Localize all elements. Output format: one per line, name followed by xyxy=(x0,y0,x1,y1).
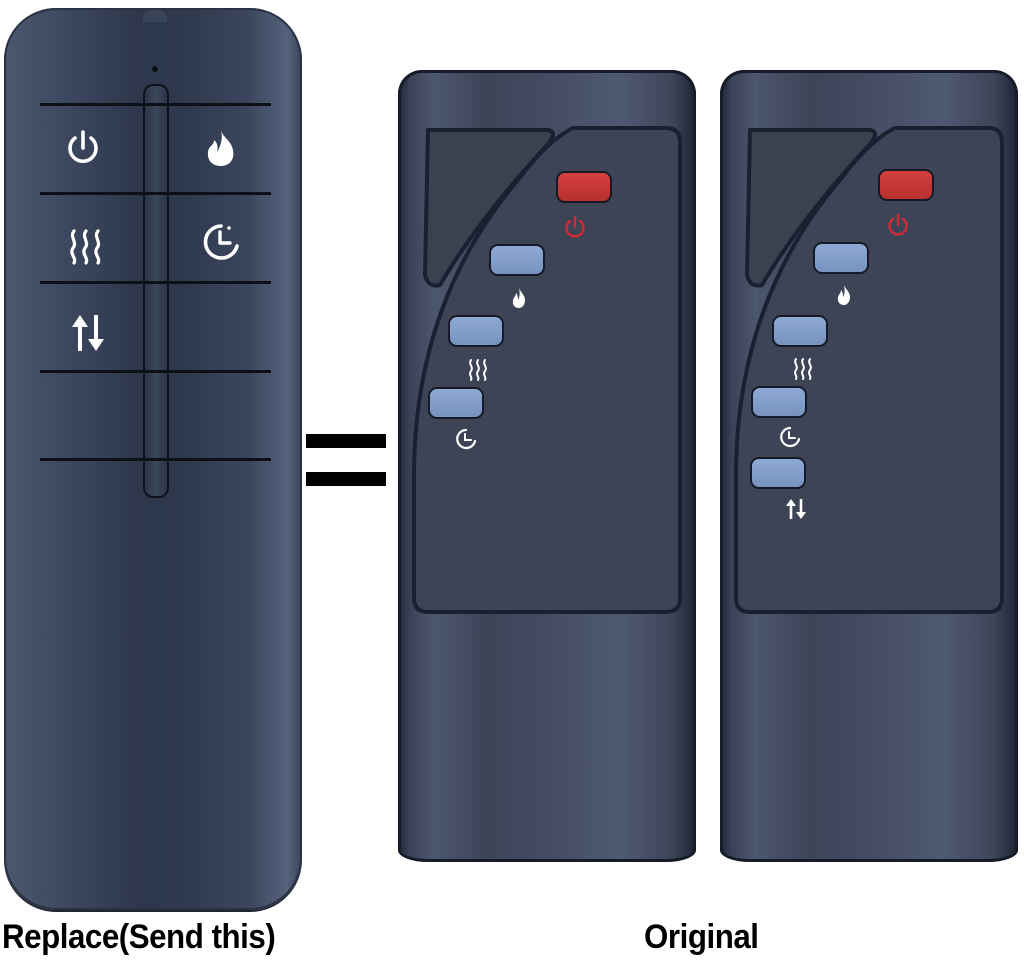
original-heat-button[interactable] xyxy=(772,315,828,347)
center-divider-slot xyxy=(143,84,169,498)
replacement-timer-button[interactable] xyxy=(197,218,245,266)
flame-icon xyxy=(837,285,850,305)
timer-icon xyxy=(203,224,239,260)
original-power-button[interactable] xyxy=(878,169,934,201)
original-timer-button[interactable] xyxy=(751,386,807,418)
original-heat-label xyxy=(464,355,492,383)
original-timer-label xyxy=(776,423,804,451)
timer-icon xyxy=(780,426,801,448)
replacement-power-button[interactable] xyxy=(59,124,107,172)
original-updown-label xyxy=(782,495,810,523)
power-icon xyxy=(68,130,98,164)
top-curved-panel xyxy=(412,126,682,614)
power-icon xyxy=(888,213,908,236)
button-divider xyxy=(40,103,271,106)
original-power-button[interactable] xyxy=(556,171,612,203)
timer-icon xyxy=(456,428,477,450)
equals-sign-bottom-bar xyxy=(306,472,386,486)
original-caption: Original xyxy=(644,918,759,956)
original-power-label xyxy=(561,213,589,241)
replacement-caption: Replace(Send this) xyxy=(2,918,276,956)
button-divider xyxy=(40,281,271,284)
button-divider xyxy=(40,458,271,461)
original-remote-4-button xyxy=(398,70,696,862)
heat-waves-icon xyxy=(70,229,101,265)
original-flame-label xyxy=(505,284,533,312)
heat-waves-icon xyxy=(469,359,487,381)
flame-icon xyxy=(512,288,525,308)
replacement-remote xyxy=(4,8,302,910)
original-timer-label xyxy=(452,425,480,453)
original-heat-button[interactable] xyxy=(448,315,504,347)
original-power-label xyxy=(884,211,912,239)
original-updown-button[interactable] xyxy=(750,457,806,489)
original-remote-5-button xyxy=(720,70,1018,862)
replacement-heat-button[interactable] xyxy=(63,222,111,270)
flame-icon xyxy=(207,130,234,166)
up-down-arrows-icon xyxy=(786,499,806,519)
original-flame-button[interactable] xyxy=(813,242,869,274)
remote-top-nub xyxy=(143,10,167,22)
original-flame-label xyxy=(830,281,858,309)
button-divider xyxy=(40,370,271,373)
top-curved-panel xyxy=(734,126,1004,614)
heat-waves-icon xyxy=(794,358,812,380)
power-icon xyxy=(565,215,585,238)
original-flame-button[interactable] xyxy=(489,244,545,276)
original-heat-label xyxy=(789,354,817,382)
original-timer-button[interactable] xyxy=(428,387,484,419)
replacement-flame-button[interactable] xyxy=(197,124,245,172)
equals-sign-top-bar xyxy=(306,434,386,448)
up-down-arrows-icon xyxy=(72,315,104,351)
ir-indicator-led xyxy=(152,66,158,72)
replacement-updown-button[interactable] xyxy=(64,309,112,357)
button-divider xyxy=(40,192,271,195)
